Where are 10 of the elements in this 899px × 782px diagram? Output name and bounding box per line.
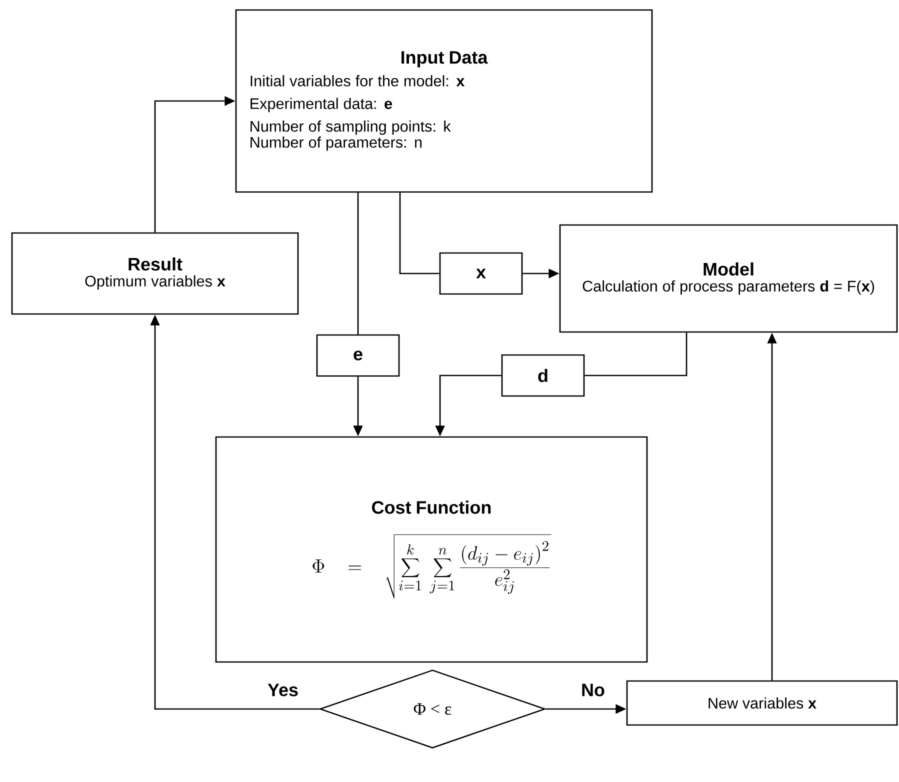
process-box: Result Optimum variables x bbox=[11, 232, 299, 315]
edge-label: Yes bbox=[266, 682, 300, 698]
variable-box: x bbox=[439, 252, 523, 295]
process-box: Input Data Initial variables for the model: x Experimental data: e Number of sampling points: k Number of parameters: n bbox=[235, 9, 653, 193]
process-box: New variables x bbox=[626, 680, 898, 726]
process-box: Model Calculation of process parameters d = F(x) bbox=[559, 224, 898, 333]
edge-label: No bbox=[580, 682, 606, 698]
variable-box: d bbox=[501, 354, 585, 397]
cost-function-box: Cost Function $\Phi = \sqrt{\sum_{i=1}^{k}\ \sum_{j=1}^{n}\frac{\left(d_{ij}-e_{ij}\right)^{2}}{e_{ij}^{2}}}$ bbox=[215, 436, 648, 663]
variable-box: e bbox=[316, 334, 400, 377]
